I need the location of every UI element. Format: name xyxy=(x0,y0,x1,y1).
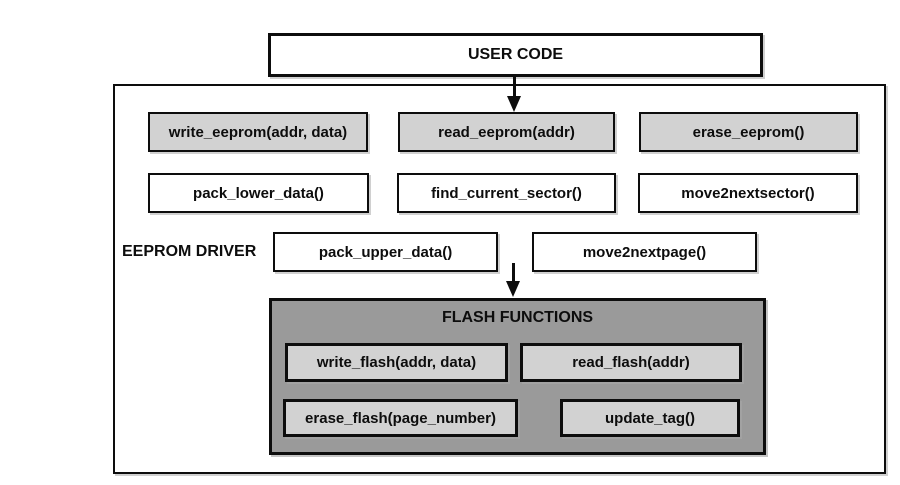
move2nextsector-box: move2nextsector() xyxy=(638,173,858,213)
update-tag-label: update_tag() xyxy=(605,409,695,427)
arrow-user-to-driver-head xyxy=(507,96,521,112)
arrow-driver-to-flash-head xyxy=(506,281,520,297)
write-flash-label: write_flash(addr, data) xyxy=(316,354,477,371)
eeprom-driver-frame xyxy=(113,84,886,474)
move2nextsector-label: move2nextsector() xyxy=(681,184,815,202)
find-current-sector-label: find_current_sector() xyxy=(431,184,582,202)
pack-lower-data-box: pack_lower_data() xyxy=(148,173,369,213)
erase-eeprom-label: erase_eeprom() xyxy=(692,123,805,141)
read-eeprom-box: read_eeprom(addr) xyxy=(398,112,615,152)
read-flash-box: read_flash(addr) xyxy=(520,343,742,382)
write-eeprom-box: write_eeprom(addr, data) xyxy=(148,112,368,152)
erase-flash-box: erase_flash(page_number) xyxy=(283,399,518,437)
erase-flash-label: erase_flash(page_number) xyxy=(305,409,496,427)
move2nextpage-label: move2nextpage() xyxy=(582,243,707,261)
read-eeprom-label: read_eeprom(addr) xyxy=(438,123,575,141)
eeprom-driver-label: EEPROM DRIVER xyxy=(122,243,257,260)
erase-eeprom-box: erase_eeprom() xyxy=(639,112,858,152)
write-flash-box: write_flash(addr, data) xyxy=(285,343,508,382)
read-flash-label: read_flash(addr) xyxy=(572,354,690,371)
move2nextpage-box: move2nextpage() xyxy=(532,232,757,272)
pack-lower-data-label: pack_lower_data() xyxy=(193,184,324,202)
write-eeprom-label: write_eeprom(addr, data) xyxy=(168,123,348,141)
arrow-user-to-driver-line xyxy=(513,77,516,97)
user-code-label: USER CODE xyxy=(467,46,564,63)
update-tag-box: update_tag() xyxy=(560,399,740,437)
pack-upper-data-label: pack_upper_data() xyxy=(318,243,453,261)
find-current-sector-box: find_current_sector() xyxy=(397,173,616,213)
arrow-driver-to-flash-line xyxy=(512,263,515,283)
pack-upper-data-box: pack_upper_data() xyxy=(273,232,498,272)
user-code-box: USER CODE xyxy=(268,33,763,77)
flash-functions-title: FLASH FUNCTIONS xyxy=(441,309,594,326)
